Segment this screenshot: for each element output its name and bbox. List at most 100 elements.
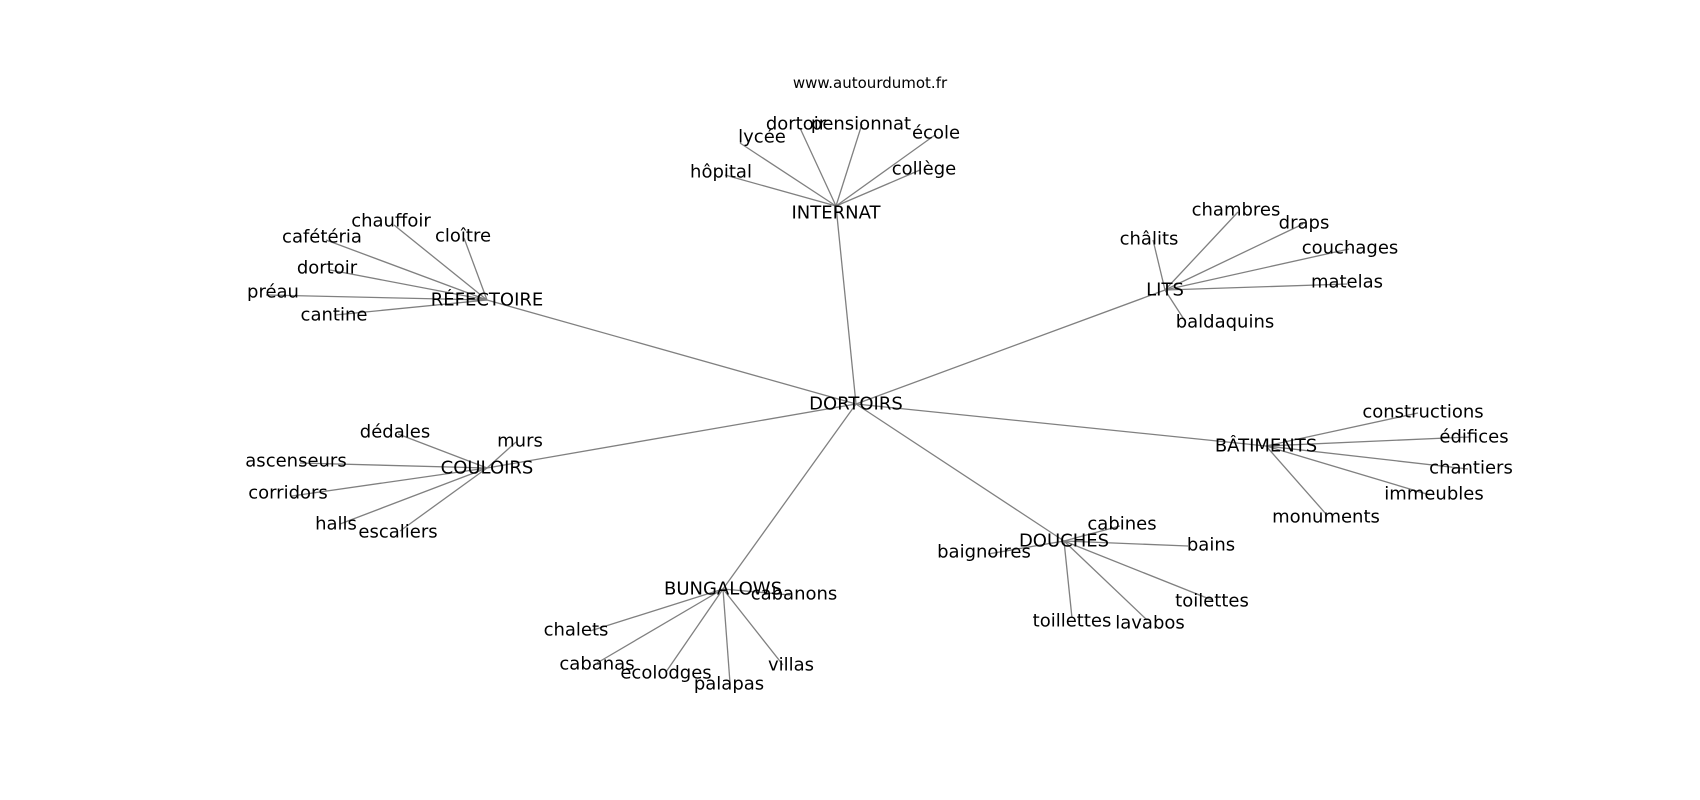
leaf-node-label: lavabos [1115,613,1185,634]
edge-hub0-leaf0 [739,142,837,207]
edge-hub4-leaf2 [1265,445,1469,470]
edge-hub5-leaf3 [1063,540,1213,601]
leaf-node-label: édifices [1439,427,1508,448]
edge-hub5-leaf0 [1063,525,1121,542]
edge-hub2-leaf5 [1164,289,1186,322]
edge-hub6-leaf5 [722,588,784,666]
leaf-node-label: villas [768,655,814,676]
source-label: www.autourdumot.fr [793,74,948,92]
edge-root-1 [486,299,857,405]
leaf-node-label: hôpital [690,162,752,183]
leaf-node-label: collège [892,159,957,180]
leaf-node-label: toilettes [1175,591,1249,612]
leaf-node-label: palapas [694,674,764,695]
leaf-node-label: cloître [435,226,491,247]
leaf-node-label: cabines [1087,514,1156,535]
leaf-node-label: préau [247,282,299,303]
edge-hub5-leaf2 [987,540,1065,555]
edge-hub1-leaf2 [463,237,488,301]
leaf-node-label: ascenseurs [245,451,346,472]
leaf-node-label: corridors [248,483,328,504]
edge-hub6-leaf3 [665,588,724,673]
leaf-node-label: cantine [301,305,368,326]
edge-hub4-leaf0 [1265,412,1419,447]
leaf-node-label: dortoir [766,114,827,135]
edge-root-6 [722,403,857,590]
leaf-node-label: dédales [360,422,430,443]
leaf-node-label: halls [315,514,357,535]
edge-hub6-leaf0 [722,588,791,596]
leaf-node-label: lycée [738,127,786,148]
leaf-node-label: cabanas [559,654,634,675]
leaf-node-label: matelas [1311,272,1383,293]
edge-hub1-leaf5 [334,299,488,316]
leaf-node-label: murs [497,431,543,452]
hub-node-label: LITS [1146,280,1184,301]
edge-hub3-leaf4 [339,467,488,525]
leaf-node-label: dortoir [297,258,358,279]
edge-hub5-leaf4 [1063,540,1073,619]
edge-hub4-leaf4 [1265,445,1327,515]
hub-node-label: INTERNAT [791,203,881,224]
labels: www.autourdumot.fr DORTOIRS INTERNAT lycée… [245,74,1513,695]
edge-hub4-leaf3 [1265,445,1431,496]
leaf-node-label: monuments [1272,507,1380,528]
edge-root-5 [855,403,1065,542]
hub-node-label: COULOIRS [441,458,534,479]
leaf-node-label: cabanons [751,584,838,605]
edge-hub2-leaf3 [1164,248,1350,291]
hub-node-label: RÉFECTOIRE [431,289,544,311]
edge-hub1-leaf4 [265,294,488,301]
edge-hub3-leaf0 [397,433,488,469]
leaf-node-label: constructions [1362,402,1483,423]
edge-hub2-leaf0 [1164,211,1239,291]
leaf-node-label: baignoires [937,542,1031,563]
edge-hub5-leaf5 [1063,540,1148,621]
edge-hub0-leaf4 [724,174,837,207]
root-node-label: DORTOIRS [809,394,903,415]
leaf-node-label: chantiers [1429,458,1513,479]
edge-root-0 [835,205,857,405]
edge-hub0-leaf1 [799,127,837,207]
leaf-node-label: baldaquins [1176,312,1275,333]
leaf-node-label: escaliers [358,522,437,543]
edge-hub2-leaf4 [1164,283,1348,291]
edge-hub5-leaf1 [1063,540,1189,547]
edge-hub3-leaf2 [299,462,488,469]
edge-hub0-leaf2 [835,123,863,207]
edge-hub3-leaf1 [486,441,517,469]
edge-hub6-leaf4 [722,588,731,684]
edge-root-2 [855,289,1166,405]
leaf-node-label: cafétéria [282,227,362,248]
edge-hub6-leaf2 [596,588,724,664]
leaf-node-label: chalets [544,620,609,641]
edge-hub3-leaf3 [291,467,488,497]
edge-hub2-leaf2 [1152,239,1166,291]
edges [265,123,1470,684]
leaf-node-label: châlits [1120,229,1179,250]
leaf-node-label: école [912,123,960,144]
edge-root-4 [855,403,1267,447]
leaf-node-label: immeubles [1384,484,1483,505]
leaf-node-label: ecolodges [620,663,711,684]
edge-hub1-leaf0 [393,224,488,301]
leaf-node-label: chambres [1192,200,1281,221]
leaf-node-label: toillettes [1033,611,1112,632]
leaf-node-label: bains [1187,535,1235,556]
edge-hub0-leaf5 [835,169,921,207]
hub-node-label: BÂTIMENTS [1215,435,1317,457]
edge-hub1-leaf1 [325,239,488,301]
edge-hub1-leaf3 [329,269,488,301]
hub-node-label: DOUCHES [1019,531,1109,552]
edge-hub2-leaf1 [1164,223,1304,291]
edge-hub0-leaf3 [835,134,936,207]
leaf-node-label: draps [1279,213,1330,234]
leaf-node-label: couchages [1302,238,1399,259]
leaf-node-label: chauffoir [351,211,431,232]
edge-hub4-leaf1 [1265,436,1470,447]
edge-root-3 [486,403,857,469]
leaf-node-label: pensionnat [811,114,911,135]
edge-hub3-leaf5 [399,467,488,532]
edge-hub6-leaf1 [589,588,724,632]
